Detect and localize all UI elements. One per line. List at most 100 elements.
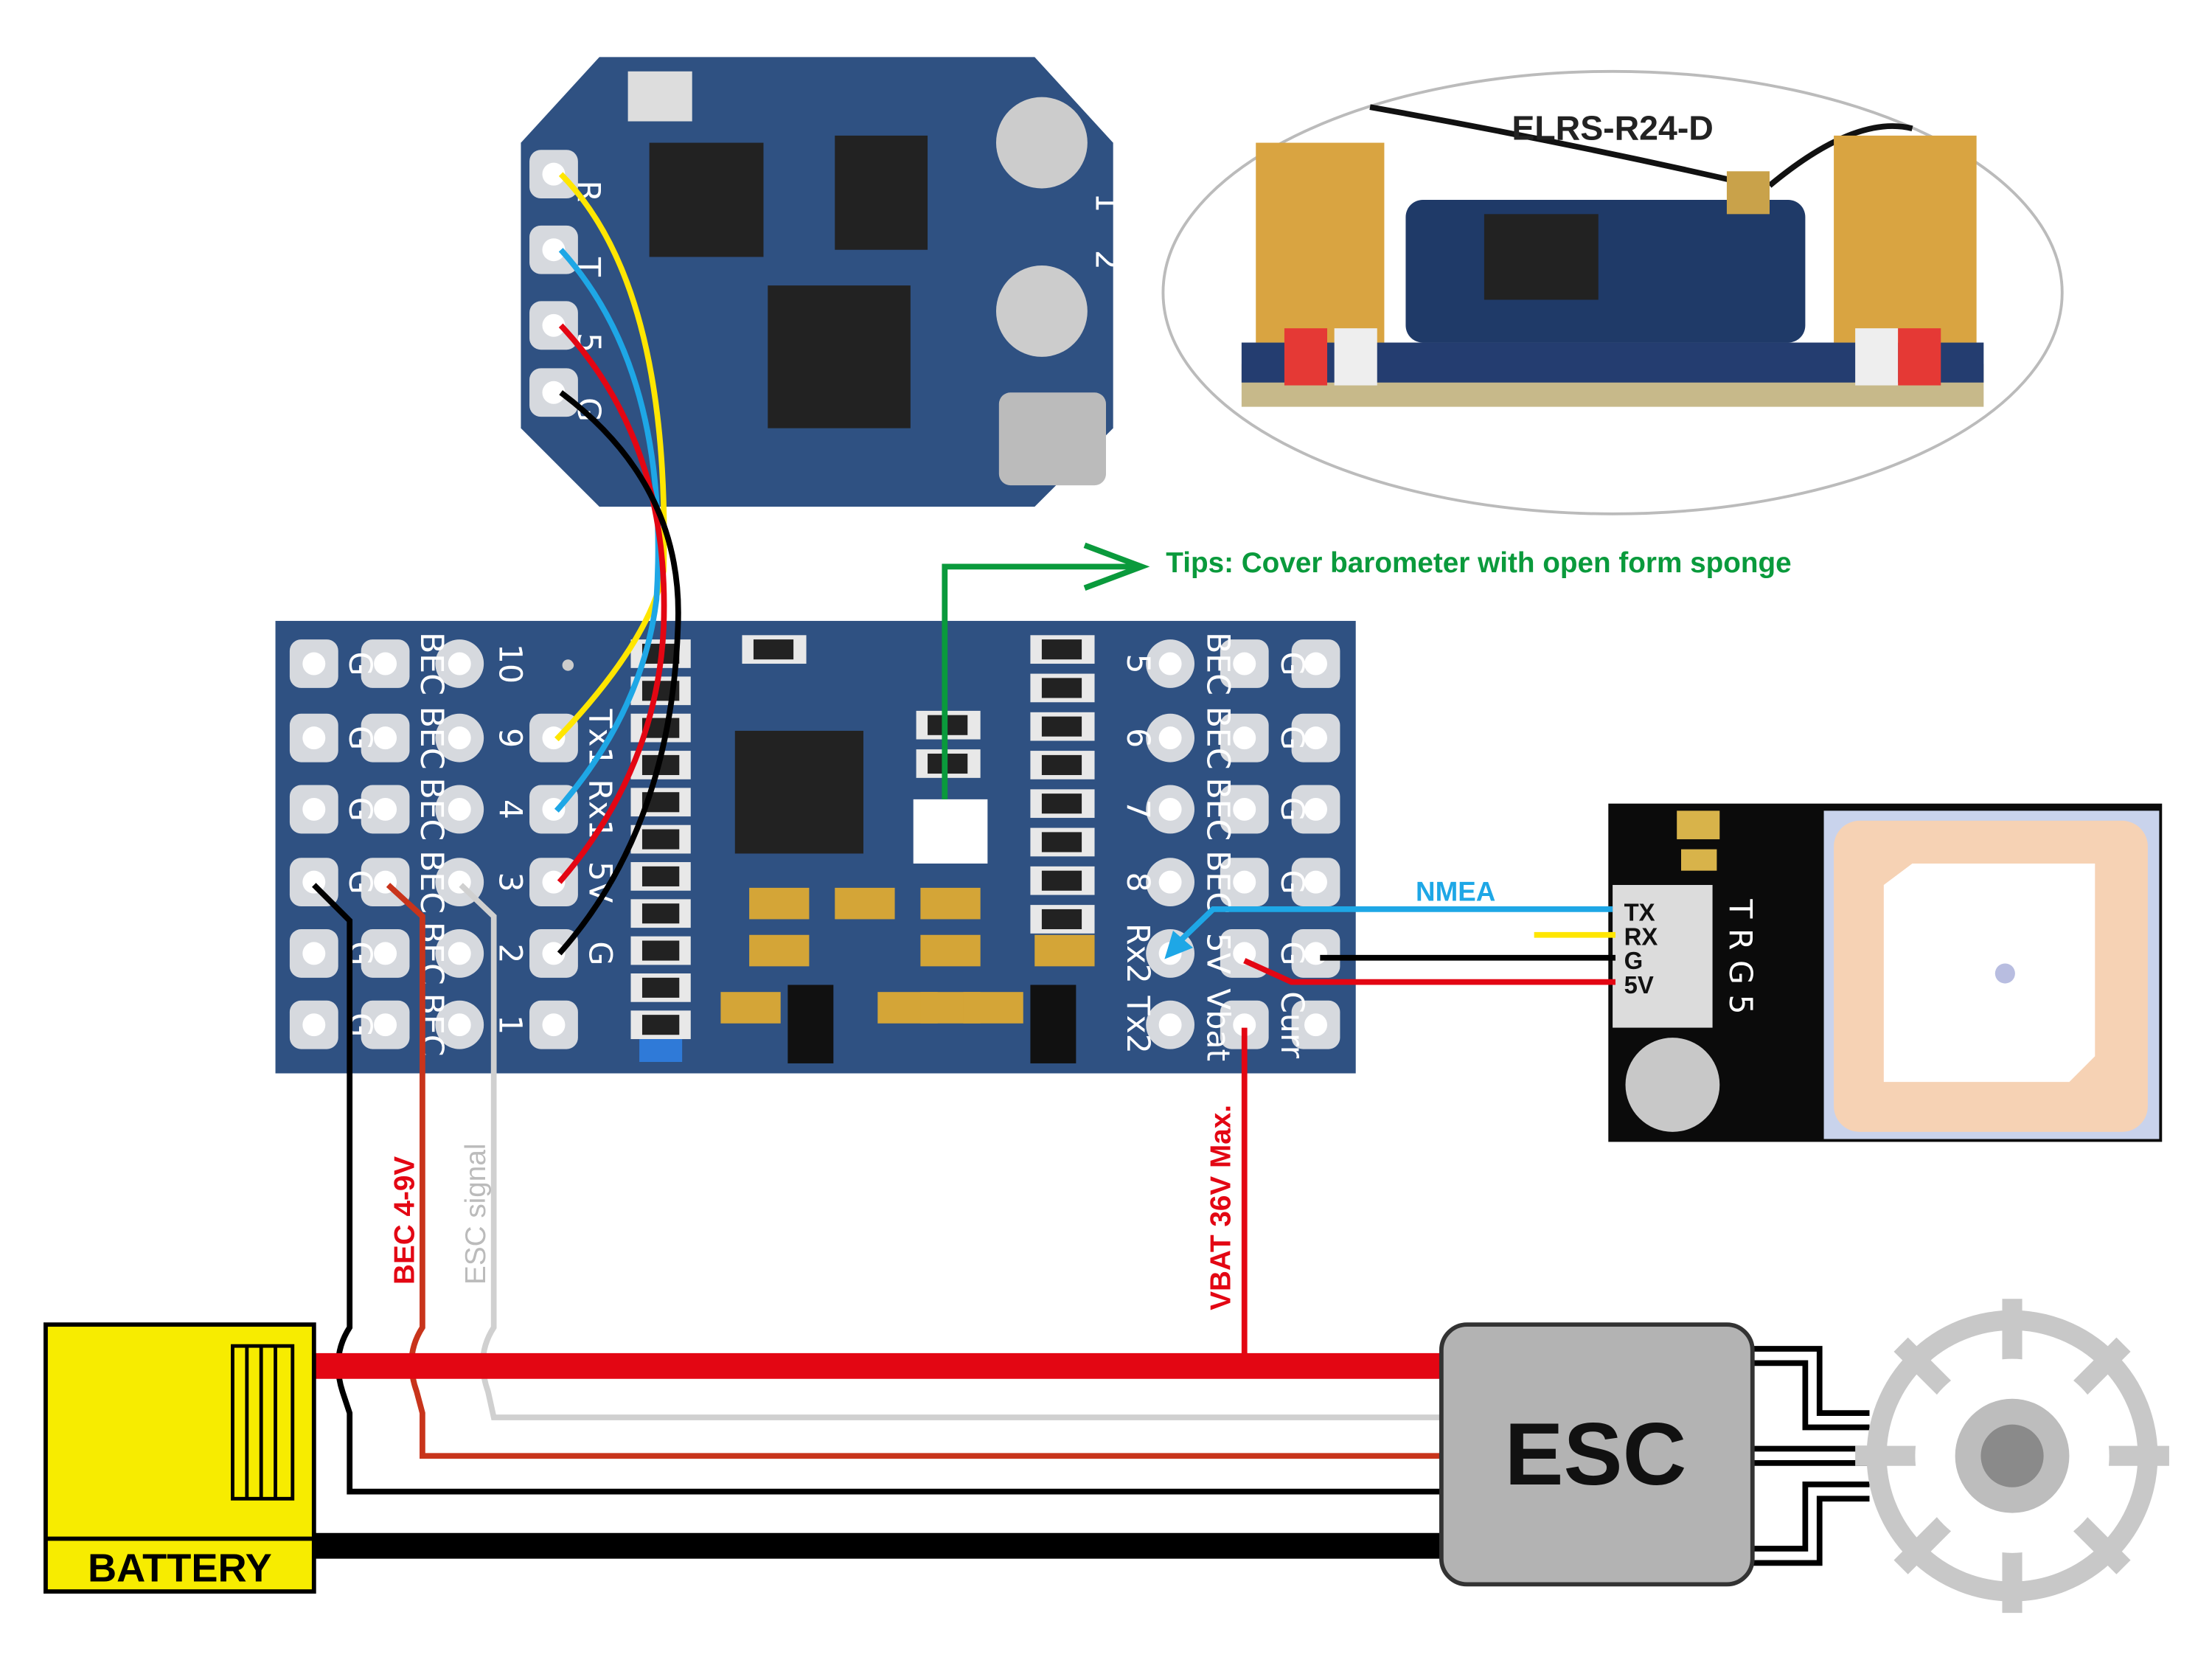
gps-module: TX RX G 5V T R G 5 [1608, 803, 2163, 1142]
right-signal-pad-hole [1158, 1013, 1182, 1037]
battery-label: BATTERY [88, 1546, 272, 1591]
regulator [787, 984, 834, 1063]
receiver-pad-hole [542, 162, 566, 186]
servo-bec-pad-hole [374, 726, 397, 750]
resistor-body [641, 903, 680, 924]
receiver-chip [835, 135, 928, 250]
servo-bec-pad-hole [374, 797, 397, 821]
right-bec-pad-hole [1233, 652, 1256, 676]
photo-pin-headers-right [1834, 135, 1977, 386]
uart-pad-label: G [581, 941, 618, 965]
bec-label: BEC [413, 778, 450, 841]
bec-label: BEC [413, 706, 450, 770]
tips-arrow-head-icon [1083, 542, 1150, 591]
right-ground-label: G [1273, 726, 1310, 750]
servo-ground-pad-hole [302, 652, 326, 676]
resistor-body [1041, 754, 1082, 775]
resistor-body [641, 866, 680, 886]
right-bec-pad-hole [1233, 870, 1256, 894]
gps-tx-wire [1171, 906, 1613, 950]
uart-pad-hole [542, 1013, 566, 1037]
servo-signal-pad-hole [448, 726, 471, 750]
right-bec-pad-hole [1233, 942, 1256, 965]
resistor-body [641, 829, 680, 850]
capacitor [835, 887, 895, 920]
channel-label: 3 [491, 872, 528, 892]
right-signal-pad-hole [1158, 797, 1182, 821]
right-ground-pad-hole [1304, 870, 1327, 894]
gps-component [1677, 810, 1720, 840]
antenna-label-1: 1 [1088, 192, 1124, 212]
channel-label: 9 [491, 728, 528, 748]
bec-label: BEC [413, 850, 450, 914]
servo-signal-pad-hole [448, 652, 471, 676]
right-ground-pad-hole [1304, 726, 1327, 750]
antenna-label-2: 2 [1088, 250, 1124, 270]
resistor-body [1041, 793, 1082, 814]
gps-5v-wire [1243, 958, 1615, 985]
servo-bec-pad-hole [374, 1013, 397, 1037]
resistor-body [753, 639, 794, 660]
right-ground-pad-hole [1304, 797, 1327, 821]
servo-signal-pad-hole [448, 1013, 471, 1037]
regulator [1030, 984, 1077, 1063]
receiver-mcu [768, 285, 911, 428]
ground-label: G [341, 797, 378, 822]
resistor-body [1041, 832, 1082, 852]
gps-pin-rx: RX [1624, 923, 1658, 950]
5v-wire [557, 323, 667, 884]
resistor-body [1041, 716, 1082, 737]
servo-signal-pad-hole [448, 942, 471, 965]
tx-to-rx1-wire [554, 248, 661, 813]
rx-to-tx1-wire [554, 172, 667, 742]
receiver-component [998, 392, 1106, 486]
vbat-label: VBAT 36V Max. [1205, 1105, 1237, 1310]
uart-pad-hole [542, 942, 566, 965]
arrow-head-icon [1164, 930, 1194, 959]
bec-voltage-label: BEC 4-9V [389, 1156, 420, 1285]
capacitor [720, 992, 781, 1024]
photo-chip [1484, 214, 1599, 300]
receiver-pad-hole [542, 381, 566, 404]
gps-component [1681, 849, 1717, 871]
resistor-body [641, 977, 680, 998]
battery-connector-icon [231, 1344, 295, 1501]
bec-label: BEC [413, 922, 450, 985]
right-bec-label: BEC [1199, 632, 1236, 695]
right-bec-label: 5V [1199, 933, 1236, 974]
resistor-body [1041, 639, 1082, 660]
tips-arrow-line [942, 563, 1142, 799]
gps-backup-battery [1625, 1038, 1720, 1132]
right-ground-pad-hole [1304, 652, 1327, 676]
battery: BATTERY [44, 1322, 316, 1594]
right-ground-label: G [1273, 797, 1310, 822]
esc-label: ESC [1504, 1405, 1686, 1504]
receiver-component [627, 71, 692, 122]
right-ground-pad-hole [1304, 1013, 1327, 1037]
fiducial [562, 659, 574, 671]
right-channel-label: 6 [1119, 728, 1156, 748]
right-bec-label: BEC [1199, 778, 1236, 841]
capacitor [1034, 934, 1095, 967]
right-channel-label: 8 [1119, 872, 1156, 892]
resistor-body [928, 753, 968, 774]
ground-wire [557, 390, 681, 956]
capacitor [749, 934, 810, 967]
servo-signal-pad-hole [448, 797, 471, 821]
tips-callout: Tips: Cover barometer with open form spo… [942, 542, 1792, 799]
gps-pin-tx: TX [1624, 898, 1655, 925]
right-signal-pad-hole [1158, 652, 1182, 676]
right-ground-label: G [1273, 652, 1310, 676]
servo-bec-pad-hole [374, 652, 397, 676]
gps-connector [1613, 885, 1713, 1028]
bec-label: BEC [413, 632, 450, 695]
photo-pin-headers-left [1256, 142, 1385, 386]
right-bec-label: BEC [1199, 706, 1236, 770]
antenna-wire [1369, 104, 1756, 189]
channel-label: 2 [491, 943, 528, 963]
photo-ufl-connector [1726, 171, 1770, 215]
